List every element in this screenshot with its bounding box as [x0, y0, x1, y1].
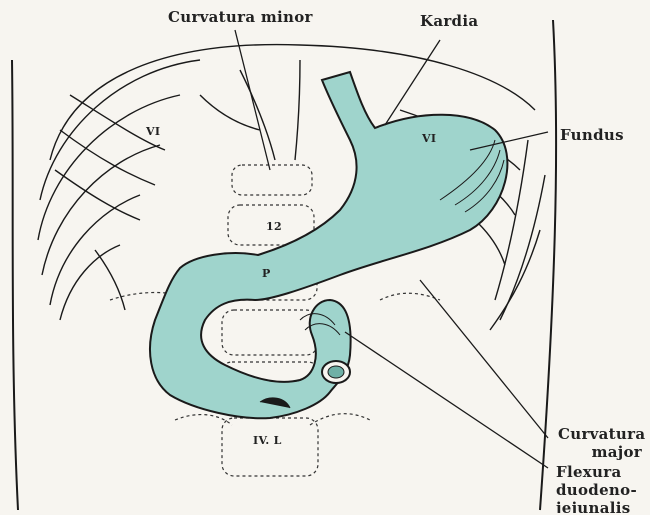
- label-curvatura-minor: Curvatura minor: [168, 8, 313, 26]
- marker-vertebra-lumbar: IV. L: [253, 432, 282, 450]
- label-curvatura-major-line2: major: [558, 443, 642, 461]
- label-flexura-line3: jejunalis: [556, 499, 642, 513]
- stomach-shape: [150, 72, 507, 418]
- label-flexura-line2: duodeno-: [556, 481, 642, 499]
- marker-vertebra-thoracic: 12: [266, 218, 282, 236]
- label-kardia: Kardia: [420, 12, 478, 30]
- label-flexura-duodenojejunalis: Flexura duodeno- jejunalis: [556, 463, 642, 513]
- marker-pylorus: P: [262, 265, 271, 283]
- label-fundus: Fundus: [560, 126, 624, 144]
- marker-rib-left: VI: [146, 123, 160, 141]
- label-curvatura-major: Curvatura major: [558, 425, 642, 461]
- marker-rib-right: VI: [422, 130, 436, 148]
- label-flexura-line1: Flexura: [556, 463, 642, 481]
- label-curvatura-major-line1: Curvatura: [558, 425, 642, 443]
